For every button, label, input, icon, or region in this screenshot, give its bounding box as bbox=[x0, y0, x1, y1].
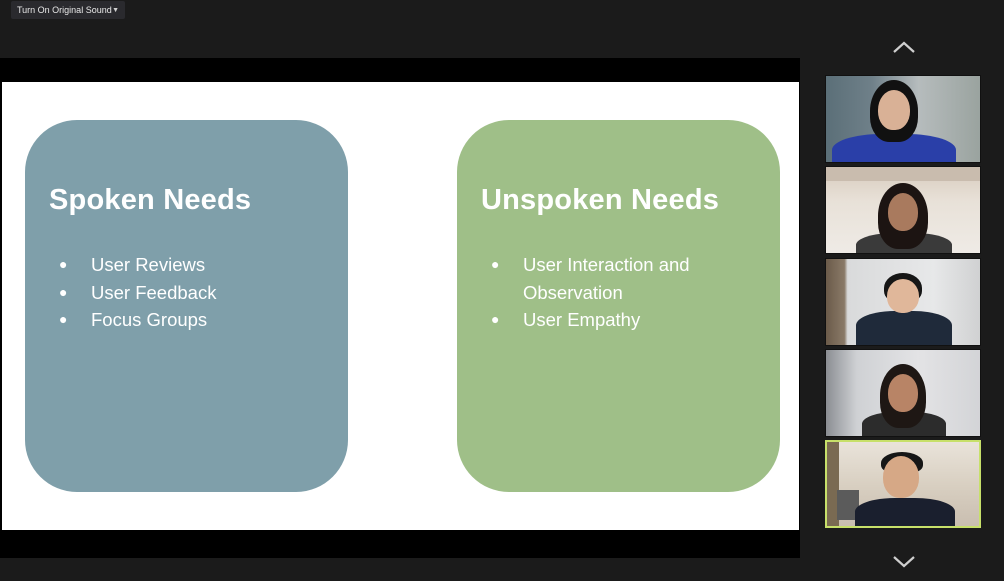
list-item: ●Focus Groups bbox=[57, 306, 327, 334]
presentation-slide: Spoken Needs ●User Reviews ●User Feedbac… bbox=[2, 82, 799, 530]
spoken-needs-card: Spoken Needs ●User Reviews ●User Feedbac… bbox=[25, 120, 348, 492]
spoken-needs-list: ●User Reviews ●User Feedback ●Focus Grou… bbox=[57, 251, 327, 334]
unspoken-needs-card: Unspoken Needs ●User Interaction and Obs… bbox=[457, 120, 780, 492]
dropdown-caret-icon[interactable]: ▼ bbox=[112, 6, 119, 14]
participant-video-tile[interactable] bbox=[825, 166, 981, 254]
bullet-icon: ● bbox=[491, 256, 500, 272]
participant-video-tile[interactable] bbox=[825, 258, 981, 346]
original-sound-label: Turn On Original Sound bbox=[17, 5, 112, 15]
original-sound-button[interactable]: Turn On Original Sound ▼ bbox=[11, 1, 125, 19]
bullet-icon: ● bbox=[491, 311, 500, 327]
unspoken-needs-list: ●User Interaction and Observation ●User … bbox=[489, 251, 739, 334]
participant-video-tile[interactable] bbox=[825, 75, 981, 163]
bullet-icon: ● bbox=[59, 256, 68, 272]
list-item: ●User Feedback bbox=[57, 279, 327, 307]
participant-gallery bbox=[812, 30, 1004, 581]
bullet-icon: ● bbox=[59, 283, 68, 300]
chevron-down-icon[interactable] bbox=[892, 554, 916, 570]
bullet-icon: ● bbox=[59, 311, 68, 327]
list-item: ●User Interaction and Observation bbox=[489, 251, 739, 306]
shared-screen: Spoken Needs ●User Reviews ●User Feedbac… bbox=[0, 58, 800, 558]
active-speaker-video-tile[interactable] bbox=[825, 440, 981, 528]
list-item: ●User Reviews bbox=[57, 251, 327, 279]
list-item: ●User Empathy bbox=[489, 306, 739, 334]
unspoken-needs-title: Unspoken Needs bbox=[481, 184, 720, 216]
spoken-needs-title: Spoken Needs bbox=[49, 184, 252, 216]
participant-video-tile[interactable] bbox=[825, 349, 981, 437]
chevron-up-icon[interactable] bbox=[892, 40, 916, 56]
